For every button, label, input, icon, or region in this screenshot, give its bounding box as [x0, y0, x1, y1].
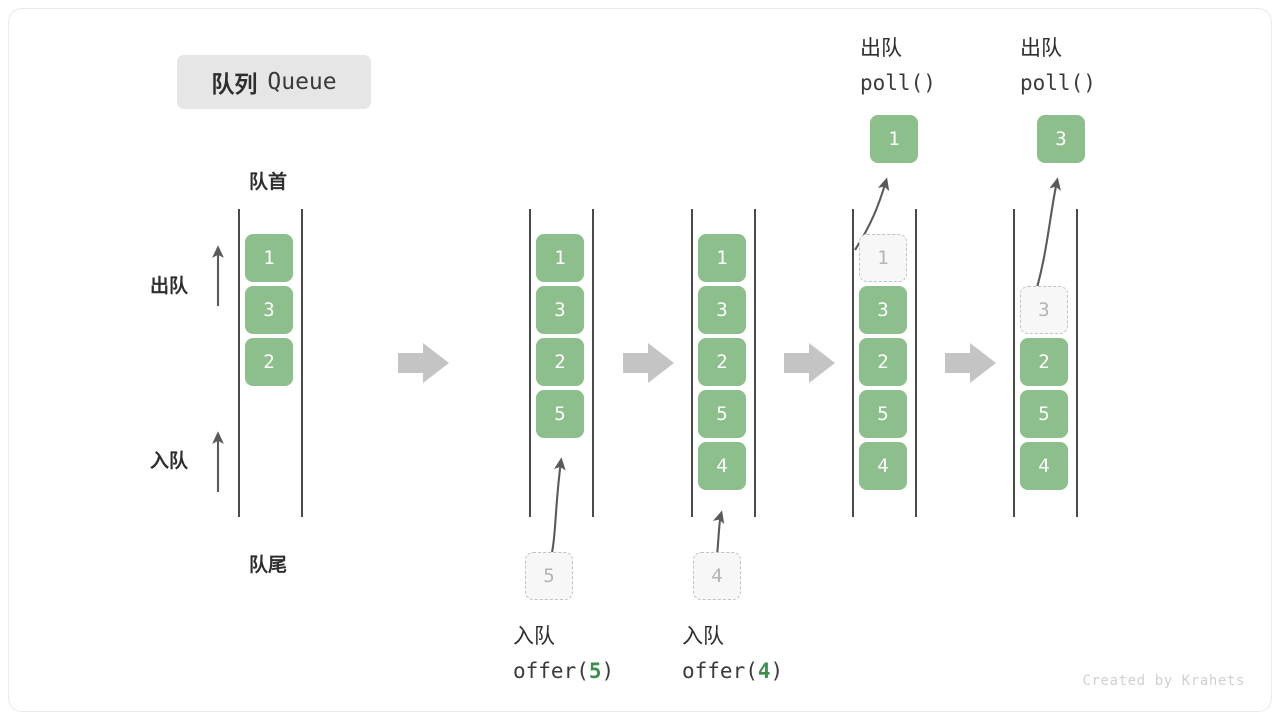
queue-rail-left: [852, 209, 854, 517]
queue-item: 3: [245, 286, 293, 334]
queue-rail-right: [1076, 209, 1078, 517]
caption-offer-4: 入队 offer(4): [682, 619, 783, 689]
queue-rail-right: [915, 209, 917, 517]
caption-poll-1: 出队 poll(): [860, 31, 936, 101]
queue-rail-left: [691, 209, 693, 517]
queue-item: 2: [536, 338, 584, 386]
caption-code: poll(): [860, 71, 936, 95]
caption-code: offer(5): [513, 659, 615, 683]
queue-rail-right: [754, 209, 756, 517]
queue-item: 4: [1020, 442, 1068, 490]
queue-rear-label: 队尾: [249, 555, 288, 576]
incoming-ghost-item: 4: [693, 552, 741, 600]
queue-item: 2: [245, 338, 293, 386]
title-cn: 队列: [211, 71, 258, 97]
queue-item: 5: [698, 390, 746, 438]
queue-item: 1: [698, 234, 746, 282]
incoming-ghost-item: 5: [525, 552, 573, 600]
queue-item: 2: [698, 338, 746, 386]
title-badge: 队列 Queue: [177, 55, 371, 109]
queue-item: 3: [698, 286, 746, 334]
caption-code: poll(): [1020, 71, 1096, 95]
queue-front-label: 队首: [249, 172, 288, 193]
caption-cn: 出队: [860, 37, 902, 60]
watermark: Created by Krahets: [1082, 673, 1245, 689]
queue-item: 1: [536, 234, 584, 282]
queue-item-new: 5: [536, 390, 584, 438]
caption-code-arg: 4: [757, 659, 771, 683]
queue-rail-left: [529, 209, 531, 517]
queue-rail-right: [301, 209, 303, 517]
queue-item: 3: [536, 286, 584, 334]
caption-poll-3: 出队 poll(): [1020, 31, 1096, 101]
queue-item: 5: [1020, 390, 1068, 438]
queue-item: 4: [859, 442, 907, 490]
popped-item: 3: [1037, 115, 1085, 163]
caption-cn: 出队: [1020, 37, 1062, 60]
queue-item: 5: [859, 390, 907, 438]
caption-cn: 入队: [513, 625, 555, 648]
queue-rail-left: [1013, 209, 1015, 517]
popped-item: 1: [870, 115, 918, 163]
queue-item-new: 4: [698, 442, 746, 490]
caption-code: offer(4): [682, 659, 784, 683]
connector-overlay: [212, 177, 1061, 568]
queue-item: 2: [859, 338, 907, 386]
queue-item-removed: 3: [1020, 286, 1068, 334]
caption-cn: 入队: [682, 625, 724, 648]
queue-item-removed: 1: [859, 234, 907, 282]
dequeue-direction-label: 出队: [150, 276, 189, 297]
caption-code-arg: 5: [588, 659, 602, 683]
queue-rail-right: [592, 209, 594, 517]
queue-item: 1: [245, 234, 293, 282]
queue-rail-left: [238, 209, 240, 517]
enqueue-direction-label: 入队: [150, 451, 189, 472]
diagram-card: 队列 Queue 队首 队尾 出队 入队: [8, 8, 1272, 712]
queue-item: 2: [1020, 338, 1068, 386]
queue-item: 3: [859, 286, 907, 334]
title-en: Queue: [267, 69, 337, 95]
caption-offer-5: 入队 offer(5): [513, 619, 614, 689]
